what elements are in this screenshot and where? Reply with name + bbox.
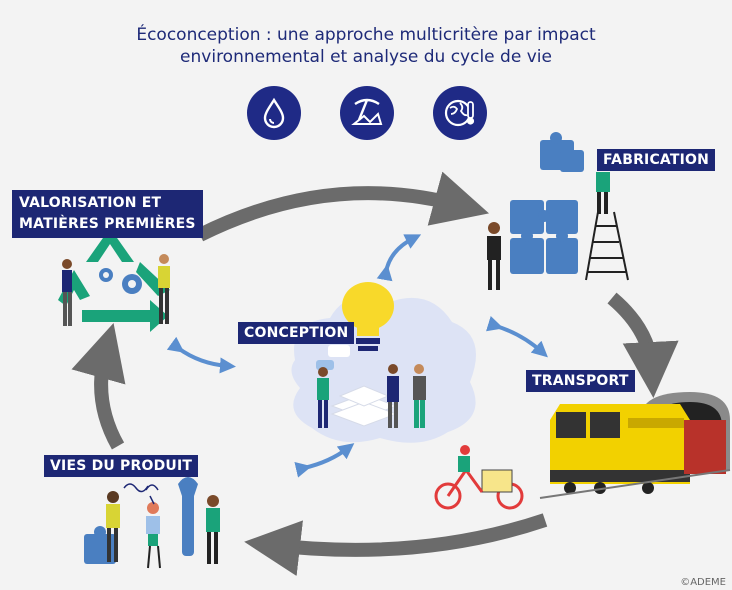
scribble-icons	[124, 484, 158, 504]
copyright-notice: ©ADEME	[680, 577, 726, 588]
label-conception: CONCEPTION	[238, 322, 354, 344]
cycle-arrow-to-fabrication	[200, 193, 462, 235]
recycle-symbol	[58, 228, 170, 332]
puzzle-pieces	[510, 132, 584, 274]
ladder	[586, 212, 628, 280]
label-valorisation-line-1: VALORISATION ET	[19, 193, 196, 214]
gear-icons	[99, 268, 142, 294]
vies-people	[106, 491, 220, 568]
speech-bubble	[328, 345, 350, 357]
puzzle-piece-small	[84, 526, 116, 564]
label-fabrication: FABRICATION	[597, 149, 715, 171]
label-valorisation: VALORISATION ET MATIÈRES PREMIÈRES	[12, 190, 203, 238]
label-transport: TRANSPORT	[526, 370, 635, 392]
cycle-arrow-to-valorisation	[101, 350, 118, 446]
cycle-arrow-to-vies	[272, 520, 545, 550]
label-vies-du-produit: VIES DU PRODUIT	[44, 455, 198, 477]
cargo-bike	[436, 445, 522, 508]
cycle-arrow-to-transport	[612, 298, 652, 370]
label-valorisation-line-2: MATIÈRES PREMIÈRES	[19, 214, 196, 235]
wrench-icon	[178, 477, 198, 556]
